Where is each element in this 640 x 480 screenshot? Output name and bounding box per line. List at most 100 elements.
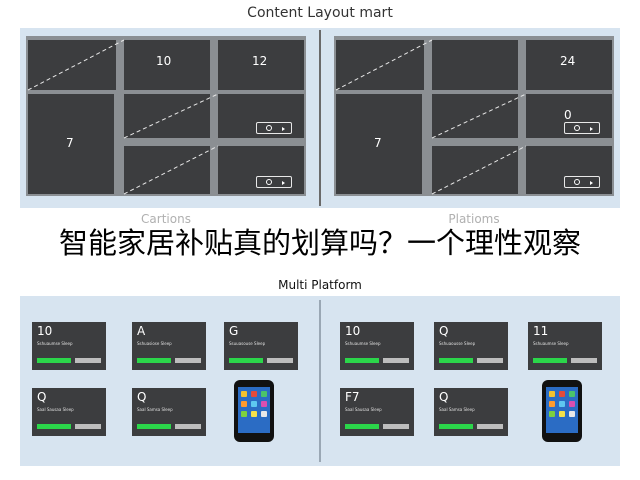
app-icon (569, 391, 575, 397)
card-heading: A (137, 324, 146, 338)
card-secondary-button[interactable] (477, 424, 503, 429)
card-text: Saal Samsa Sleep (137, 407, 173, 412)
card-primary-button[interactable] (345, 358, 379, 363)
platform-card[interactable]: Q Sshuaousse Sleep (434, 322, 508, 370)
grid-tile (336, 40, 424, 90)
card-text: Saal Sausaa Sleep (345, 407, 382, 412)
card-primary-button[interactable] (345, 424, 379, 429)
card-secondary-button[interactable] (75, 424, 101, 429)
grid-tile (432, 146, 518, 194)
platform-card[interactable]: G Ssuuasouse Sleep (224, 322, 298, 370)
platform-card[interactable]: 11 Sshuaumse Sleep (528, 322, 602, 370)
panel-caption-left: Cartions (141, 212, 191, 226)
card-heading: 10 (345, 324, 361, 338)
card-secondary-button[interactable] (175, 424, 201, 429)
app-icon (251, 411, 257, 417)
layout-grid-left: 10 12 7 (26, 36, 306, 196)
card-secondary-button[interactable] (175, 358, 201, 363)
app-icon (251, 391, 257, 397)
card-primary-button[interactable] (439, 358, 473, 363)
grid-tile (526, 94, 612, 138)
grid-tile (218, 40, 304, 90)
card-heading: Q (439, 390, 449, 404)
layout-grid-right: 24 0 7 (334, 36, 614, 196)
card-text: Saal Samsa Sleep (439, 407, 475, 412)
tile-number: 0 (564, 108, 572, 122)
phone-screen (238, 387, 270, 433)
smartphone-icon (542, 380, 582, 442)
grid-tile (336, 94, 422, 194)
card-primary-button[interactable] (37, 358, 71, 363)
platform-card[interactable]: 10 Sshuaumse Sleep (32, 322, 106, 370)
view-toggle-icon[interactable] (564, 122, 600, 134)
card-text: Sshuaumse Sleep (345, 341, 381, 346)
card-text: Sshuaousse Sleep (439, 341, 476, 346)
overlay-headline: 智能家居补贴真的划算吗？一个理性观察 (0, 223, 640, 263)
card-primary-button[interactable] (137, 358, 171, 363)
card-heading: 10 (37, 324, 53, 338)
page-title: Content Layout mart (247, 5, 393, 21)
platform-card[interactable]: Q Saal Samsa Sleep (434, 388, 508, 436)
app-icon (241, 411, 247, 417)
card-text: Ssuuasouse Sleep (229, 341, 266, 346)
panel-caption-right: Platioms (448, 212, 500, 226)
phone-screen (546, 387, 578, 433)
app-icon (549, 401, 555, 407)
tile-number: 10 (156, 54, 172, 68)
card-heading: F7 (345, 390, 360, 404)
grid-tile (124, 40, 210, 90)
card-secondary-button[interactable] (383, 424, 409, 429)
app-icon (241, 391, 247, 397)
view-toggle-icon[interactable] (564, 176, 600, 188)
platform-card[interactable]: A Sshuasiose Sleep (132, 322, 206, 370)
app-icon (261, 411, 267, 417)
app-icon (559, 401, 565, 407)
grid-tile (526, 40, 612, 90)
card-secondary-button[interactable] (383, 358, 409, 363)
platform-card[interactable]: F7 Saal Sausaa Sleep (340, 388, 414, 436)
grid-tile (218, 94, 304, 138)
tile-number: 7 (66, 136, 74, 150)
view-toggle-icon[interactable] (256, 122, 292, 134)
card-primary-button[interactable] (439, 424, 473, 429)
platform-card[interactable]: Q Saal Sausaa Sleep (32, 388, 106, 436)
card-primary-button[interactable] (137, 424, 171, 429)
card-heading: Q (37, 390, 47, 404)
card-heading: Q (439, 324, 449, 338)
card-text: Sshuaumse Sleep (533, 341, 569, 346)
dashed-diagonal (27, 39, 219, 195)
app-icon (261, 391, 267, 397)
platform-card[interactable]: Q Saal Samsa Sleep (132, 388, 206, 436)
app-icon (549, 391, 555, 397)
tile-number: 12 (252, 54, 268, 68)
card-secondary-button[interactable] (267, 358, 293, 363)
view-toggle-icon[interactable] (256, 176, 292, 188)
app-icon (559, 391, 565, 397)
app-icon (549, 411, 555, 417)
app-icon (559, 411, 565, 417)
grid-tile (28, 40, 116, 90)
app-icon (251, 401, 257, 407)
grid-tile (526, 146, 612, 194)
panel-divider (319, 300, 321, 462)
grid-tile (432, 40, 518, 90)
grid-tile (124, 146, 210, 194)
card-primary-button[interactable] (229, 358, 263, 363)
card-text: Saal Sausaa Sleep (37, 407, 74, 412)
app-icon (241, 401, 247, 407)
app-icon (261, 401, 267, 407)
card-heading: Q (137, 390, 147, 404)
card-secondary-button[interactable] (75, 358, 101, 363)
card-text: Sshuasiose Sleep (137, 341, 172, 346)
card-secondary-button[interactable] (477, 358, 503, 363)
grid-tile (432, 94, 518, 138)
card-primary-button[interactable] (533, 358, 567, 363)
grid-tile (28, 94, 114, 194)
platform-card[interactable]: 10 Sshuaumse Sleep (340, 322, 414, 370)
app-icon (569, 401, 575, 407)
card-secondary-button[interactable] (571, 358, 597, 363)
grid-tile (218, 146, 304, 194)
card-primary-button[interactable] (37, 424, 71, 429)
dashed-diagonal (335, 39, 527, 195)
smartphone-icon (234, 380, 274, 442)
